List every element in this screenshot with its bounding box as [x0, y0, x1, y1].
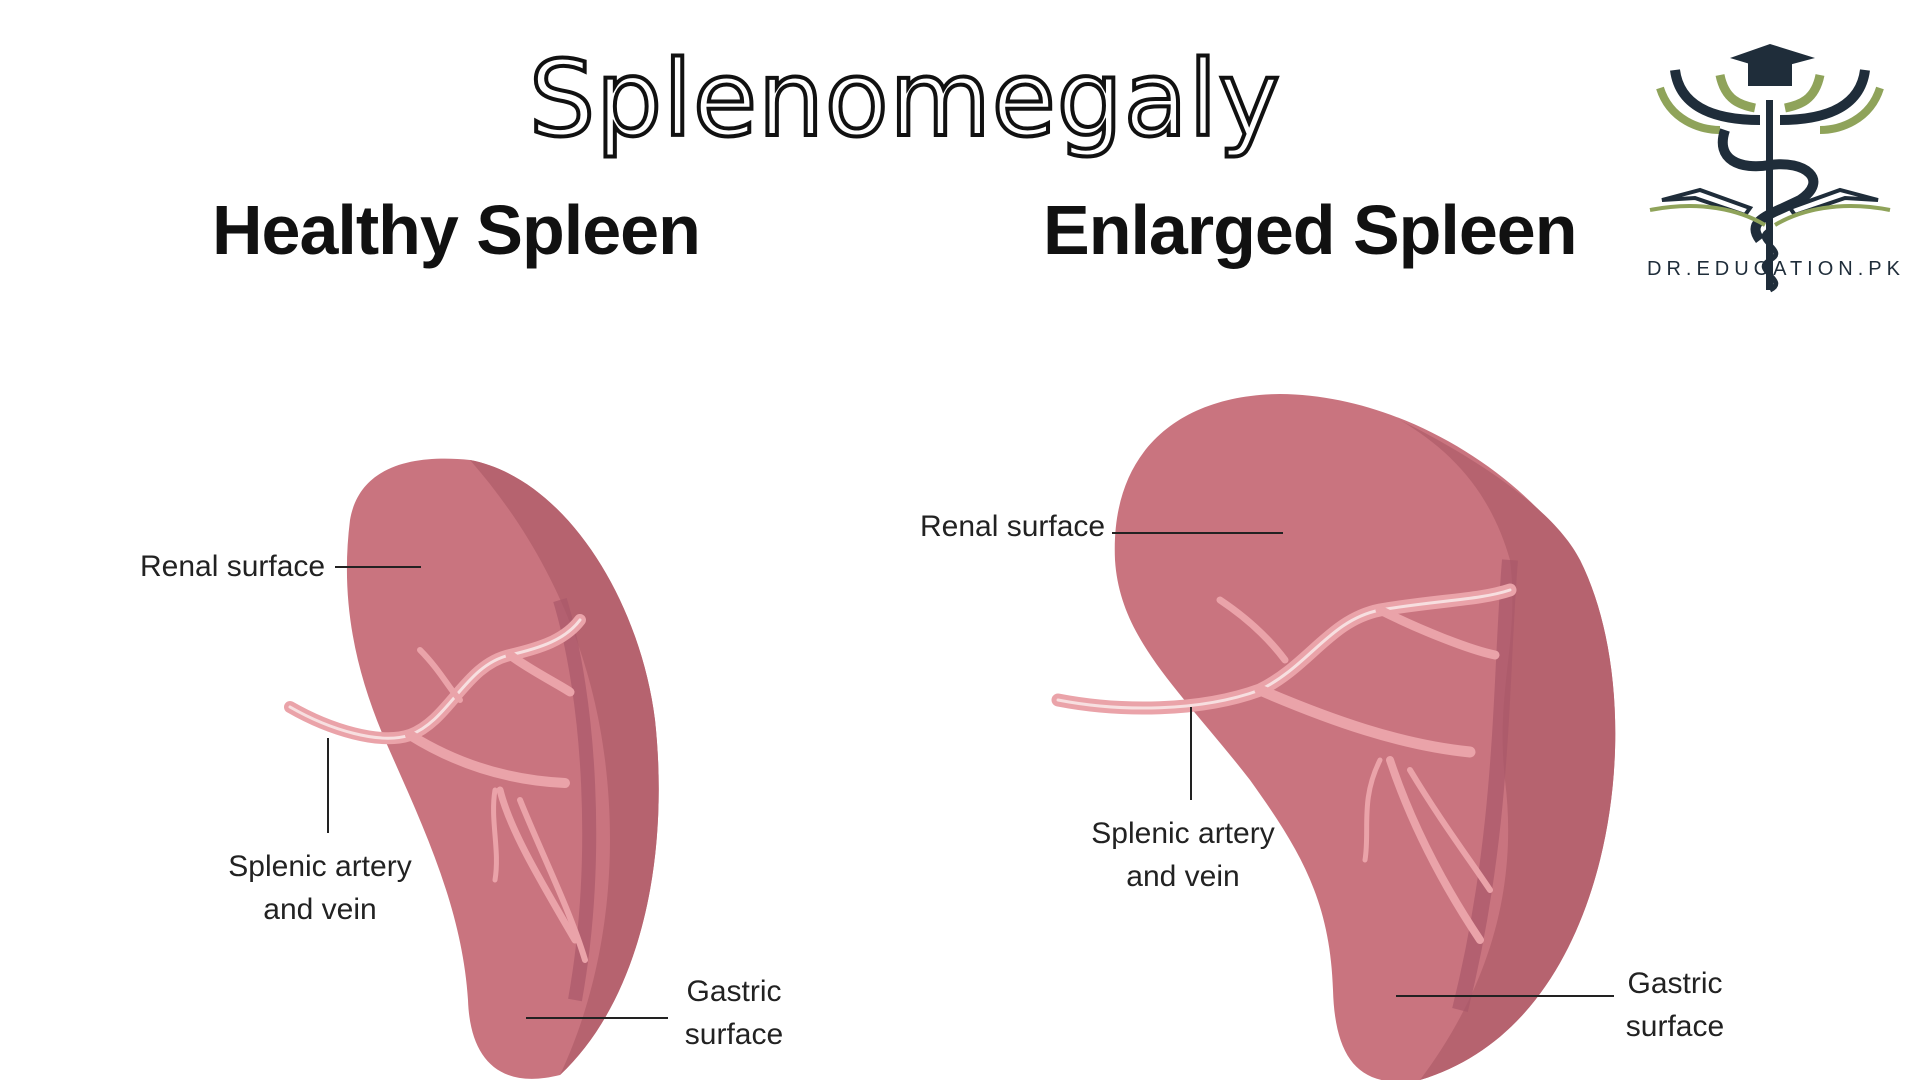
page-title: Splenomegaly [527, 36, 1282, 162]
heading-enlarged-spleen: Enlarged Spleen [1043, 191, 1577, 269]
label-splenic-artery-healthy: Splenic artery and vein [200, 845, 440, 931]
label-line: and vein [1126, 860, 1240, 893]
label-gastric-surface-enlarged: Gastric surface [1605, 962, 1745, 1048]
enlarged-spleen-illustration [1051, 394, 1616, 1080]
label-line: Splenic artery [1091, 817, 1275, 850]
dr-education-logo [1649, 44, 1891, 293]
label-line: Gastric [1627, 967, 1723, 1000]
label-line: surface [684, 1018, 784, 1051]
logo-text: DR.EDUCATION.PK [1647, 258, 1905, 280]
label-gastric-surface-healthy: Gastric surface [664, 970, 804, 1056]
heading-healthy-spleen: Healthy Spleen [212, 191, 701, 269]
label-renal-surface-healthy: Renal surface [140, 550, 326, 583]
label-renal-surface-enlarged: Renal surface [920, 510, 1106, 543]
leader-lines [327, 532, 1614, 1019]
label-line: Gastric [686, 975, 782, 1008]
label-splenic-artery-enlarged: Splenic artery and vein [1063, 812, 1303, 898]
healthy-spleen-illustration [284, 458, 659, 1079]
label-line: and vein [263, 893, 377, 926]
label-line: surface [1625, 1010, 1725, 1043]
label-line: Splenic artery [228, 850, 412, 883]
